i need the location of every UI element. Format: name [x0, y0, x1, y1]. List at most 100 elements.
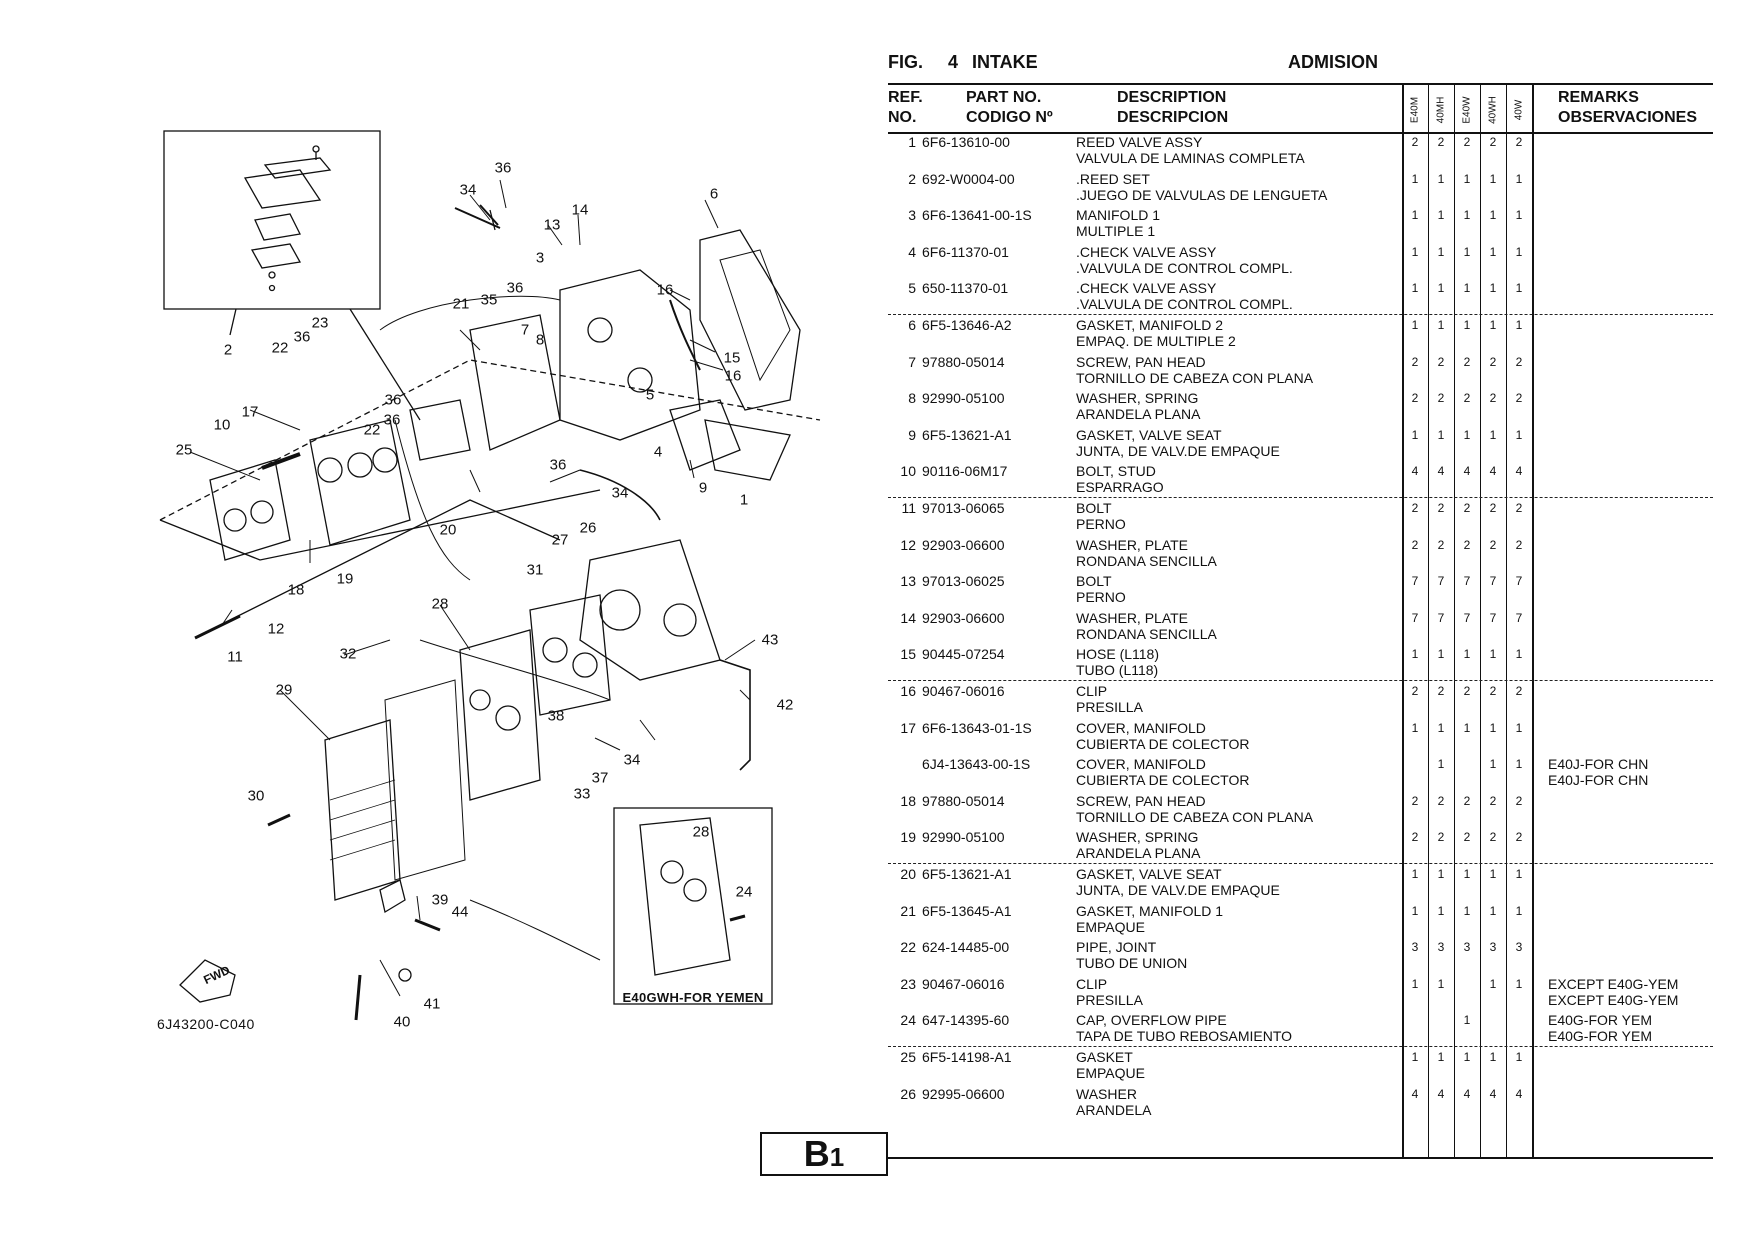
- description-es: RONDANA SENCILLA: [1076, 552, 1217, 569]
- callout-number: 12: [267, 620, 285, 638]
- callout-number: 36: [494, 159, 512, 177]
- qty-40mh: 1: [1437, 1050, 1445, 1064]
- description-es: TORNILLO DE CABEZA CON PLANA: [1076, 369, 1314, 386]
- part-number: 650-11370-01: [922, 280, 1009, 297]
- ref-number: 16: [900, 683, 916, 699]
- qty-e40m: 4: [1411, 1086, 1419, 1101]
- part-number: 92903-06600: [922, 609, 1005, 626]
- callout-number: 22: [271, 339, 289, 357]
- qty-40wh: 1: [1489, 647, 1497, 662]
- ref-number: 6: [908, 317, 916, 333]
- qty-40wh: 1: [1489, 720, 1497, 735]
- qty-40mh: 3: [1437, 940, 1445, 955]
- callout-number: 44: [451, 903, 469, 921]
- part-number: 90467-06016: [922, 683, 1005, 699]
- description-en: BOLT: [1076, 573, 1112, 590]
- callout-number: 36: [549, 456, 567, 474]
- ref-number: 9: [908, 426, 916, 443]
- qty-40mh: 1: [1437, 720, 1445, 735]
- qty-40w: 1: [1515, 976, 1523, 991]
- callout-number: 16: [724, 367, 742, 385]
- ref-number: 3: [908, 207, 916, 224]
- remarks-es: EXCEPT E40G-YEM: [1548, 991, 1679, 1008]
- group-separator: [888, 863, 1713, 864]
- qty-e40w: 1: [1463, 244, 1471, 259]
- qty-e40w: 1: [1463, 171, 1471, 186]
- qty-e40m: 2: [1411, 391, 1419, 406]
- callout-number: 34: [459, 181, 477, 199]
- part-number: 97013-06065: [922, 500, 1005, 516]
- fig-title-en: INTAKE: [972, 52, 1038, 72]
- qty-40w: 2: [1515, 391, 1523, 406]
- qty-40mh: 1: [1437, 427, 1445, 442]
- callout-number: 39: [431, 891, 449, 909]
- qty-40w: 4: [1515, 1086, 1523, 1101]
- qty-e40m: 1: [1411, 171, 1419, 186]
- callout-number: 32: [339, 645, 357, 663]
- qty-e40m: 4: [1411, 464, 1419, 479]
- col-line: [1480, 83, 1481, 1158]
- qty-e40w: 1: [1463, 208, 1471, 223]
- description-es: JUNTA, DE VALV.DE EMPAQUE: [1076, 882, 1280, 898]
- description-en: WASHER, PLATE: [1076, 536, 1189, 553]
- callout-number: 4: [653, 443, 663, 461]
- qty-40wh: 1: [1489, 427, 1497, 442]
- qty-e40w: 2: [1463, 684, 1471, 698]
- col-line: [1532, 83, 1534, 1158]
- callout-number: 40: [393, 1013, 411, 1031]
- callout-number: 11: [227, 648, 243, 666]
- description-en: CLIP: [1076, 975, 1108, 992]
- part-number: 6F5-13646-A2: [922, 317, 1012, 333]
- description-es: CUBIERTA DE COLECTOR: [1076, 772, 1250, 789]
- callout-number: 13: [543, 216, 561, 234]
- qty-e40m: 7: [1411, 574, 1419, 589]
- col-model-1: E40M: [1409, 96, 1421, 124]
- callout-number: 8: [535, 331, 545, 349]
- remarks-es: E40G-FOR YEM: [1548, 1028, 1652, 1045]
- qty-40wh: 2: [1489, 391, 1497, 406]
- qty-40mh: 2: [1437, 354, 1445, 369]
- description-en: WASHER: [1076, 1085, 1137, 1102]
- qty-e40m: 1: [1411, 720, 1419, 735]
- figure-header: FIG. 4 INTAKE ADMISION: [888, 52, 1713, 78]
- qty-40wh: 1: [1489, 867, 1497, 881]
- qty-40mh: 2: [1437, 501, 1445, 515]
- ref-number: 17: [900, 719, 916, 736]
- qty-40w: 1: [1515, 903, 1523, 918]
- inset-reed-parts: [243, 145, 332, 292]
- description-en: GASKET, MANIFOLD 1: [1076, 902, 1224, 919]
- callout-number: 23: [311, 314, 329, 332]
- qty-40wh: 1: [1489, 318, 1497, 332]
- page-code: B1: [760, 1132, 888, 1176]
- qty-40w: 2: [1515, 684, 1523, 698]
- qty-40w: 7: [1515, 610, 1523, 625]
- qty-e40w: 1: [1463, 1050, 1471, 1064]
- qty-40mh: 2: [1437, 684, 1445, 698]
- qty-40mh: 1: [1437, 903, 1445, 918]
- description-en: PIPE, JOINT: [1076, 939, 1157, 956]
- qty-40wh: 1: [1489, 244, 1497, 259]
- qty-40w: 1: [1515, 171, 1523, 186]
- callout-number: 18: [287, 581, 305, 599]
- qty-e40w: 1: [1463, 647, 1471, 662]
- callout-number: 31: [526, 561, 544, 579]
- qty-e40w: 2: [1463, 501, 1471, 515]
- qty-40w: 1: [1515, 281, 1523, 296]
- group-separator: [888, 497, 1713, 498]
- qty-40wh: 2: [1489, 830, 1497, 845]
- col-line: [1402, 83, 1404, 1158]
- qty-e40m: 2: [1411, 501, 1419, 515]
- ref-number: 14: [900, 609, 916, 626]
- callout-number: 1: [739, 491, 749, 509]
- description-en: CLIP: [1076, 683, 1108, 699]
- description-es: ARANDELA PLANA: [1076, 845, 1201, 862]
- col-remarks-en: REMARKS: [1558, 89, 1639, 106]
- qty-e40m: 2: [1411, 684, 1419, 698]
- callout-number: 19: [336, 570, 354, 588]
- callout-number: 35: [480, 291, 498, 309]
- col-model-3: E40W: [1461, 96, 1473, 124]
- qty-e40w: 1: [1463, 1013, 1471, 1028]
- qty-e40m: 1: [1411, 281, 1419, 296]
- remarks-en: E40J-FOR CHN: [1548, 756, 1649, 773]
- qty-e40m: 2: [1411, 537, 1419, 552]
